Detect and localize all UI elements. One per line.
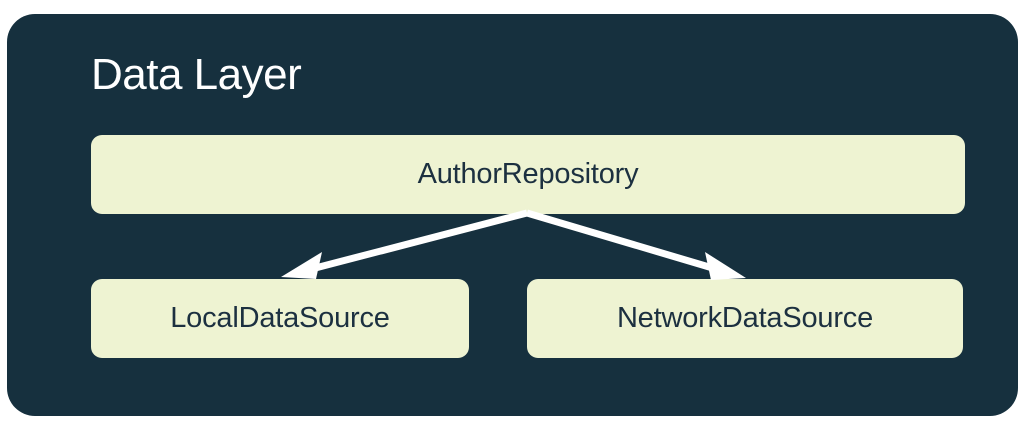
node-local-data-source[interactable]: LocalDataSource: [91, 279, 469, 358]
node-network-data-source-label: NetworkDataSource: [616, 302, 874, 334]
node-network-data-source[interactable]: NetworkDataSource: [527, 279, 963, 358]
node-local-data-source-label: LocalDataSource: [170, 302, 390, 334]
node-author-repository-label: AuthorRepository: [417, 158, 639, 190]
layer-title: Data Layer: [91, 50, 302, 99]
node-author-repository[interactable]: AuthorRepository: [91, 135, 965, 214]
